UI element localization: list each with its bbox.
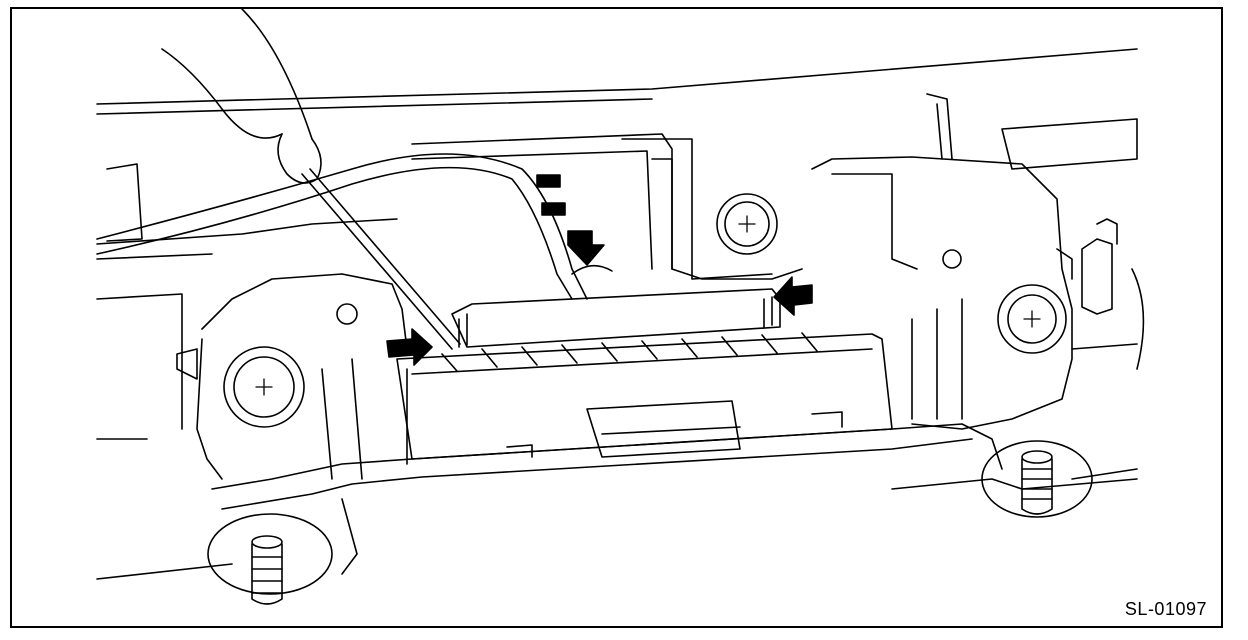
side-clip	[1081, 218, 1145, 370]
upper-bracket	[411, 133, 803, 280]
left-bracket	[176, 273, 408, 480]
connector-housing	[396, 332, 893, 460]
phillips-screw-icon	[738, 215, 756, 233]
phillips-screw-icon	[1023, 310, 1041, 328]
arrow-icon	[536, 174, 605, 266]
figure-code: SL-01097	[1124, 599, 1207, 619]
diagram-frame: SL-01097	[10, 7, 1223, 628]
background-panel-outlines	[96, 48, 1138, 580]
right-stud	[981, 440, 1093, 518]
left-stud	[207, 513, 333, 605]
installation-illustration	[96, 9, 1145, 605]
arrow-icon	[386, 328, 433, 366]
arrow-icon	[773, 276, 813, 316]
phillips-screw-icon	[255, 378, 273, 396]
screwdriver	[161, 9, 461, 350]
right-bracket	[811, 93, 1073, 430]
connector-top-plate	[451, 288, 781, 348]
